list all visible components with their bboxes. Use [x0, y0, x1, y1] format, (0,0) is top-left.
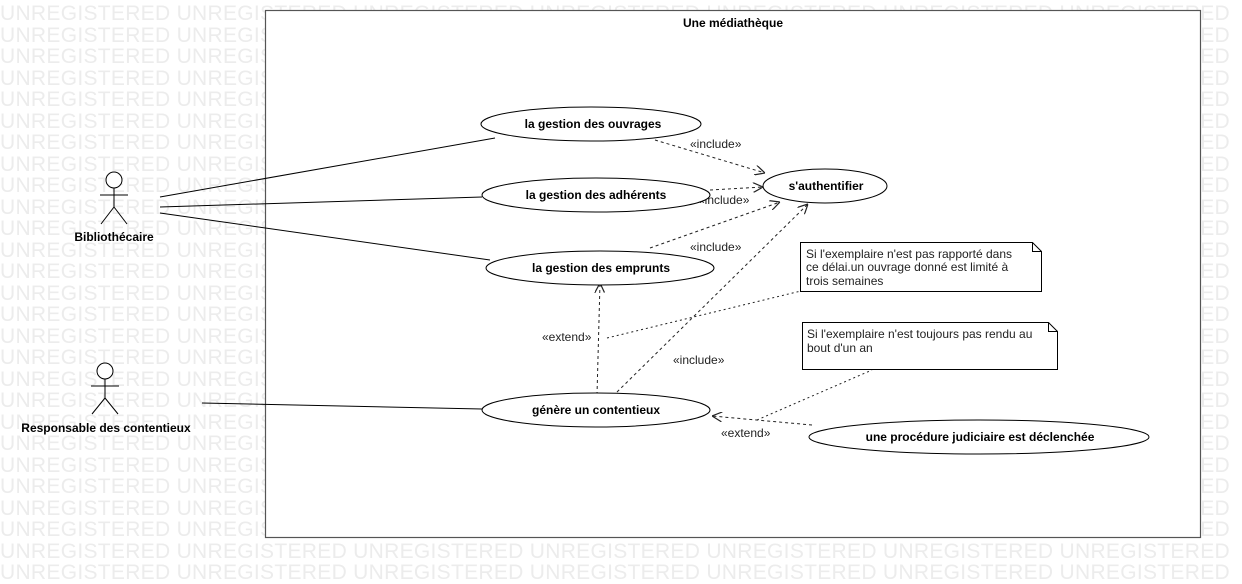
stereotype-include-ouvrages: «include» [690, 137, 742, 151]
extend-judiciaire-contentieux[interactable] [712, 416, 813, 426]
extend-contentieux-emprunts[interactable] [597, 283, 600, 396]
association-responsable-contentieux[interactable] [201, 402, 483, 410]
note-1-line-1: Si l'exemplaire n'est pas rapporté dans [806, 247, 1012, 261]
include-contentieux-authentifier[interactable] [616, 204, 808, 393]
use-case-label-authentifier: s'authentifier [789, 179, 864, 193]
use-case-label-ouvrages: la gestion des ouvrages [525, 117, 662, 131]
actor-label-responsable: Responsable des contentieux [21, 421, 191, 435]
actor-bibliothecaire[interactable]: Bibliothécaire [74, 171, 154, 244]
stereotype-include-contentieux: «include» [673, 353, 725, 367]
use-case-label-judiciaire: une procédure judiciaire est déclenchée [866, 430, 1095, 444]
association-biblio-adherents[interactable] [159, 196, 483, 208]
use-case-judiciaire[interactable]: une procédure judiciaire est déclenchée [808, 419, 1150, 455]
actor-responsable[interactable]: Responsable des contentieux [21, 362, 191, 435]
use-case-authentifier[interactable]: s'authentifier [762, 168, 888, 204]
association-biblio-ouvrages[interactable] [159, 137, 496, 198]
use-case-label-emprunts: la gestion des emprunts [532, 261, 670, 275]
note-2[interactable]: Si l'exemplaire n'est toujours pas rendu… [802, 322, 1058, 370]
use-case-label-contentieux: génère un contentieux [532, 403, 660, 417]
use-case-ouvrages[interactable]: la gestion des ouvrages [480, 106, 702, 142]
note-anchor-2 [756, 369, 873, 421]
use-case-adherents[interactable]: la gestion des adhérents [481, 177, 711, 213]
note-2-line-2: bout d'un an [807, 341, 873, 355]
use-case-contentieux[interactable]: génère un contentieux [481, 392, 711, 428]
stereotype-include-emprunts: «include» [690, 240, 742, 254]
use-case-label-adherents: la gestion des adhérents [526, 188, 667, 202]
stereotype-include-adherents: «include» [698, 193, 750, 207]
stereotype-extend-judiciaire: «extend» [721, 426, 771, 440]
system-boundary[interactable] [264, 9, 1202, 539]
association-biblio-emprunts[interactable] [159, 212, 491, 261]
include-ouvrages-authentifier[interactable] [654, 139, 765, 173]
note-1[interactable]: Si l'exemplaire n'est pas rapporté dans … [800, 242, 1042, 292]
use-case-emprunts[interactable]: la gestion des emprunts [485, 250, 715, 286]
note-1-line-3: trois semaines [806, 274, 883, 288]
system-title: Une médiathèque [683, 16, 783, 30]
stereotype-extend-emprunts: «extend» [542, 330, 592, 344]
note-1-line-2: ce délai.un ouvrage donné est limité à [806, 260, 1008, 274]
actor-label-bibliothecaire: Bibliothécaire [74, 230, 154, 244]
note-anchor-1 [606, 289, 806, 339]
include-emprunts-authentifier[interactable] [649, 202, 780, 249]
note-2-line-1: Si l'exemplaire n'est toujours pas rendu… [807, 327, 1032, 341]
include-adherents-authentifier[interactable] [709, 187, 763, 190]
